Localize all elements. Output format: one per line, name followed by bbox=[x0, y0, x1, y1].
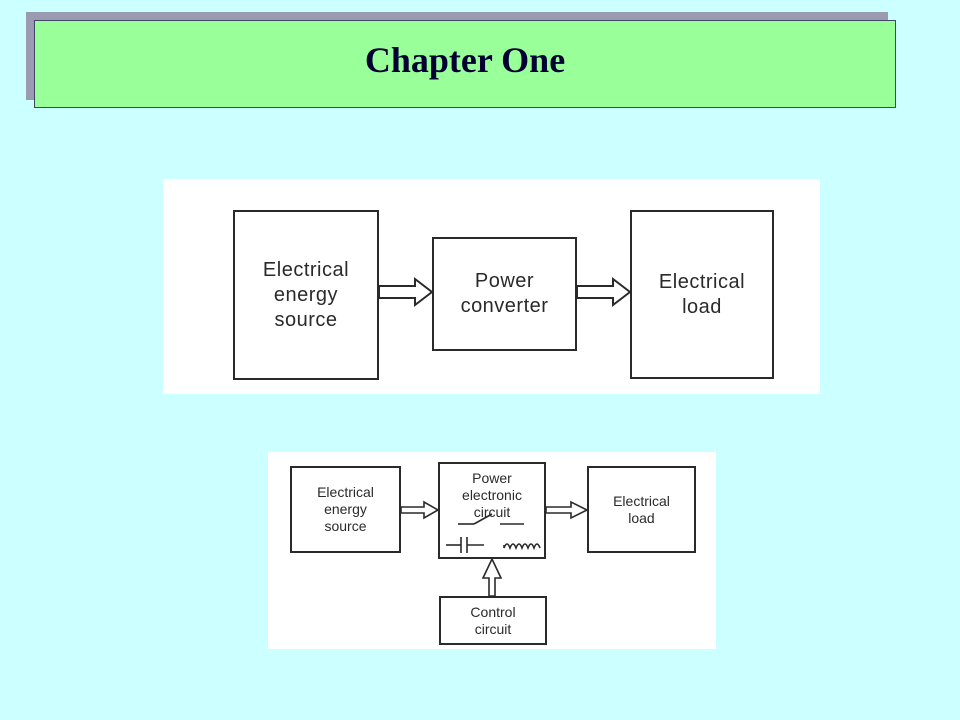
capacitor-icon bbox=[446, 537, 484, 553]
control-circuit-block: Control circuit bbox=[439, 596, 547, 645]
block-diagram-top: Electrical energy source Power converter… bbox=[163, 179, 820, 394]
title-bar: Chapter One bbox=[34, 20, 896, 108]
arrow-converter-to-load bbox=[576, 276, 632, 308]
block-diagram-bottom: Electrical energy source Power electroni… bbox=[268, 452, 716, 649]
top-arrows bbox=[378, 276, 632, 308]
electrical-load-block: Electrical load bbox=[630, 210, 774, 379]
arrow-circuit-to-load bbox=[545, 500, 589, 520]
inductor-icon bbox=[503, 543, 541, 551]
arrow-control-to-circuit bbox=[481, 557, 503, 597]
energy-source-block: Electrical energy source bbox=[233, 210, 379, 380]
page-title: Chapter One bbox=[364, 40, 566, 80]
switch-icon bbox=[458, 513, 524, 525]
arrow-source-to-converter bbox=[378, 276, 434, 308]
energy-source-block: Electrical energy source bbox=[290, 466, 401, 553]
electrical-load-block: Electrical load bbox=[587, 466, 696, 553]
arrow-source-to-circuit bbox=[400, 500, 440, 520]
power-electronic-circuit-block: Power electronic circuit bbox=[438, 462, 546, 559]
bottom-arrows-and-symbols bbox=[400, 500, 589, 597]
